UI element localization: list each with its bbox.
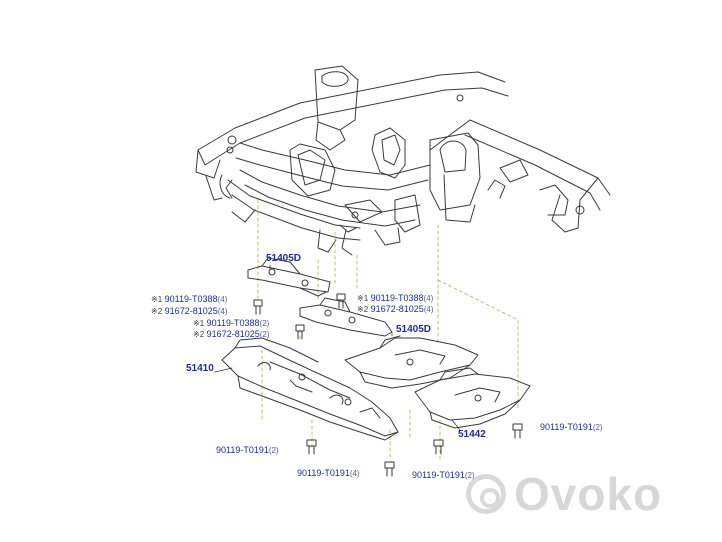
bolt-right-lower bbox=[433, 439, 444, 455]
shield-upper bbox=[344, 335, 479, 389]
ref-left-2: ※2 91672-81025(4) bbox=[151, 307, 228, 316]
bolt-label-left-number: 90119-T0191 bbox=[216, 445, 269, 455]
part-label-51405D-lower: 51405D bbox=[396, 324, 432, 335]
ref-mid-1-qty: (2) bbox=[259, 319, 270, 328]
part-label-51405D-upper: 51405D bbox=[266, 253, 302, 264]
bolt-label-left-qty: (2) bbox=[268, 446, 279, 455]
ref-right-2-qty: (4) bbox=[423, 305, 434, 314]
bolt-center-lower bbox=[384, 461, 395, 477]
bolt-left-lower bbox=[306, 439, 317, 455]
ref-right-1-mark: ※1 bbox=[357, 294, 369, 303]
bolt-mid-upper bbox=[336, 293, 346, 309]
ref-right-2-number: 91672-81025 bbox=[370, 304, 424, 314]
ref-left-1-mark: ※1 bbox=[151, 295, 163, 304]
ref-mid-2-qty: (2) bbox=[259, 330, 270, 339]
bracket-51405D-lower bbox=[299, 297, 393, 337]
ref-left-2-mark: ※2 bbox=[151, 307, 163, 316]
watermark-text: Ovoko bbox=[514, 468, 663, 520]
bolt-label-center-qty: (4) bbox=[349, 469, 360, 478]
ref-left-2-qty: (4) bbox=[217, 307, 228, 316]
ref-right-1: ※1 90119-T0388(4) bbox=[357, 294, 433, 303]
bolt-label-right-qty: (2) bbox=[464, 471, 475, 480]
ref-mid-1-mark: ※1 bbox=[193, 319, 205, 328]
bolt-label-far-right-number: 90119-T0191 bbox=[540, 422, 593, 432]
bolt-label-left: 90119-T0191(2) bbox=[216, 446, 279, 455]
ref-left-1-number: 90119-T0388 bbox=[164, 294, 218, 304]
ref-left-2-number: 91672-81025 bbox=[164, 306, 218, 316]
bolt-label-center-number: 90119-T0191 bbox=[297, 468, 350, 478]
ref-mid-1: ※1 90119-T0388(2) bbox=[193, 319, 269, 328]
bolt-label-far-right-qty: (2) bbox=[592, 423, 603, 432]
bolt-left-upper bbox=[253, 299, 263, 315]
watermark: Ovoko bbox=[466, 468, 662, 520]
vehicle-frame bbox=[195, 65, 611, 256]
ref-mid-2-mark: ※2 bbox=[193, 330, 205, 339]
skid-plate-51442 bbox=[414, 367, 531, 429]
ref-mid-2: ※2 91672-81025(2) bbox=[193, 330, 270, 339]
ref-right-1-qty: (4) bbox=[423, 294, 434, 303]
ref-mid-2-number: 91672-81025 bbox=[206, 329, 260, 339]
alignment-leaders bbox=[257, 199, 519, 461]
logo-icon bbox=[466, 474, 506, 514]
ref-right-2: ※2 91672-81025(4) bbox=[357, 305, 434, 314]
skid-plate-51410 bbox=[221, 337, 399, 441]
ref-left-1: ※1 90119-T0388(4) bbox=[151, 295, 227, 304]
bolt-label-center: 90119-T0191(4) bbox=[297, 469, 360, 478]
ref-left-1-qty: (4) bbox=[217, 295, 228, 304]
fasteners bbox=[253, 293, 523, 477]
ref-right-2-mark: ※2 bbox=[357, 305, 369, 314]
bracket-51405D-upper bbox=[247, 257, 331, 297]
bolt-mid bbox=[295, 324, 305, 340]
bolt-label-far-right: 90119-T0191(2) bbox=[540, 423, 603, 432]
part-label-51410: 51410 bbox=[186, 363, 214, 374]
ref-mid-1-number: 90119-T0388 bbox=[206, 318, 260, 328]
bolt-label-right: 90119-T0191(2) bbox=[412, 471, 475, 480]
ref-right-1-number: 90119-T0388 bbox=[370, 293, 424, 303]
bolt-label-right-number: 90119-T0191 bbox=[412, 470, 465, 480]
bolt-far-right bbox=[512, 423, 523, 439]
part-label-51442: 51442 bbox=[458, 429, 486, 440]
label-leaders bbox=[214, 264, 461, 431]
